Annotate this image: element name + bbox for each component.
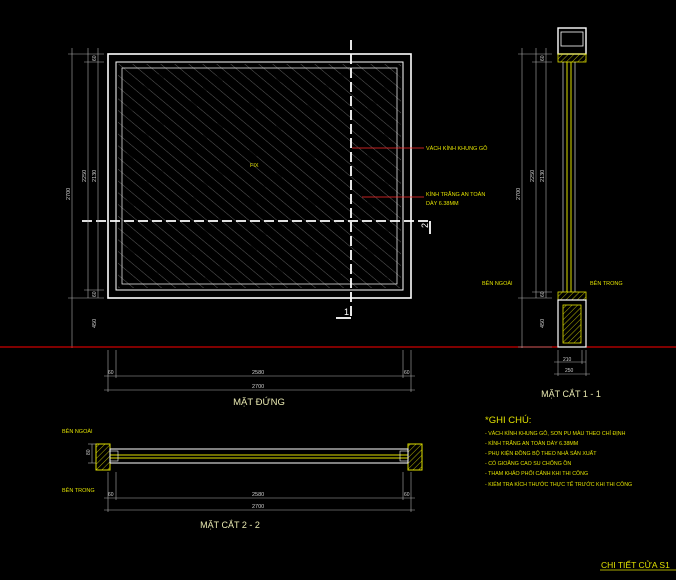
s11-dim-outer: 2700 xyxy=(516,188,522,200)
s22-title: MẶT CẮT 2 - 2 xyxy=(200,520,260,530)
notes-title: *GHI CHÚ: xyxy=(485,415,531,426)
dim-bottom-mid: 2580 xyxy=(252,370,264,376)
elevation-title: MẶT ĐỨNG xyxy=(233,397,285,408)
elevation-dims-bottom xyxy=(104,350,415,392)
dim-bottom-right: 60 xyxy=(404,370,410,376)
fix-label: FIX xyxy=(250,163,259,169)
dim-left-bot: 60 xyxy=(92,291,98,297)
note-glass-2: DÀY 6.38MM xyxy=(426,200,459,207)
s11-base xyxy=(557,299,587,348)
s11-dim-base: 450 xyxy=(540,319,546,328)
glass-reflection xyxy=(118,64,401,288)
dim-left-top: 60 xyxy=(92,55,98,61)
s22-dim-depth: 80 xyxy=(86,449,92,455)
s11-dims-bottom xyxy=(554,350,590,376)
s11-dim-1: 2250 xyxy=(530,170,536,182)
s22-dim-mid: 2580 xyxy=(252,492,264,498)
s22-stop-right xyxy=(399,450,409,462)
s11-dims-left xyxy=(518,48,552,348)
note-frame: VÁCH KÍNH KHUNG GỖ xyxy=(426,145,488,152)
s11-dim-bot: 60 xyxy=(540,291,546,297)
s11-dim-2: 2130 xyxy=(540,170,546,182)
note-item: - VÁCH KÍNH KHUNG GỖ, SƠN PU MÀU THEO CH… xyxy=(485,430,626,437)
section-mark-2: 2 xyxy=(420,223,430,228)
s11-inside: BÊN TRONG xyxy=(590,279,623,287)
section-1-1 xyxy=(518,27,590,376)
note-glass-1: KÍNH TRẮNG AN TOÀN xyxy=(426,190,485,198)
s22-outside: BÊN NGOÀI xyxy=(62,427,93,435)
s22-dims xyxy=(88,443,415,512)
s11-dim-w1: 210 xyxy=(563,357,572,363)
frame-inner xyxy=(115,61,404,291)
s22-right-jamb xyxy=(407,443,423,471)
s22-dim-total: 2700 xyxy=(252,504,264,510)
note-item: - KIỂM TRA KÍCH THƯỚC THỰC TẾ TRƯỚC KHI … xyxy=(485,481,632,488)
dim-left-1: 2250 xyxy=(82,170,88,182)
s11-dim-top: 60 xyxy=(540,55,546,61)
dim-left-base: 450 xyxy=(92,319,98,328)
s11-head-inner xyxy=(560,31,584,47)
note-item: - PHỤ KIỆN ĐỒNG BỘ THEO NHÀ SẢN XUẤT xyxy=(485,449,597,457)
section-2-2-text: BÊN NGOÀI BÊN TRONG 80 60 2580 60 2700 M… xyxy=(62,427,410,530)
dim-left-2: 2130 xyxy=(92,170,98,182)
s22-dim-left: 60 xyxy=(108,492,114,498)
s22-inside: BÊN TRONG xyxy=(62,486,95,494)
note-item: - THAM KHẢO PHỐI CẢNH KHI THI CÔNG xyxy=(485,470,588,477)
elevation-view xyxy=(68,40,431,392)
notes-block: *GHI CHÚ: - VÁCH KÍNH KHUNG GỖ, SƠN PU M… xyxy=(485,415,632,488)
s11-dim-w2: 250 xyxy=(565,368,574,374)
note-item: - CÓ GIOĂNG CAO SU CHỐNG ỒN xyxy=(485,460,571,467)
dim-bottom-total: 2700 xyxy=(252,384,264,390)
section-2-2 xyxy=(88,443,423,512)
s22-left-jamb xyxy=(95,443,111,471)
frame-outer xyxy=(107,53,412,299)
dim-bottom-left: 60 xyxy=(108,370,114,376)
dim-left-outer: 2700 xyxy=(66,188,72,200)
sheet-title: CHI TIẾT CỬA S1 xyxy=(601,559,670,570)
elevation-dims-left xyxy=(68,48,104,348)
s11-title: MẶT CẮT 1 - 1 xyxy=(541,389,601,399)
s11-outside: BÊN NGOÀI xyxy=(482,279,513,287)
elevation-text: FIX VÁCH KÍNH KHUNG GỖ KÍNH TRẮNG AN TOÀ… xyxy=(66,55,488,408)
s11-bottom-rail xyxy=(557,291,587,301)
s11-base-core xyxy=(562,304,582,344)
s11-top-rail xyxy=(557,53,587,63)
s22-dim-right: 60 xyxy=(404,492,410,498)
section-mark-1: 1 xyxy=(344,307,349,317)
note-item: - KÍNH TRẮNG AN TOÀN DÀY 6.38MM xyxy=(485,439,578,447)
glass-edge xyxy=(121,67,398,285)
s22-stop-left xyxy=(109,450,119,462)
section-1-1-text: BÊN NGOÀI BÊN TRONG 2700 2250 2130 60 60… xyxy=(482,55,623,399)
s22-frame xyxy=(109,448,409,464)
